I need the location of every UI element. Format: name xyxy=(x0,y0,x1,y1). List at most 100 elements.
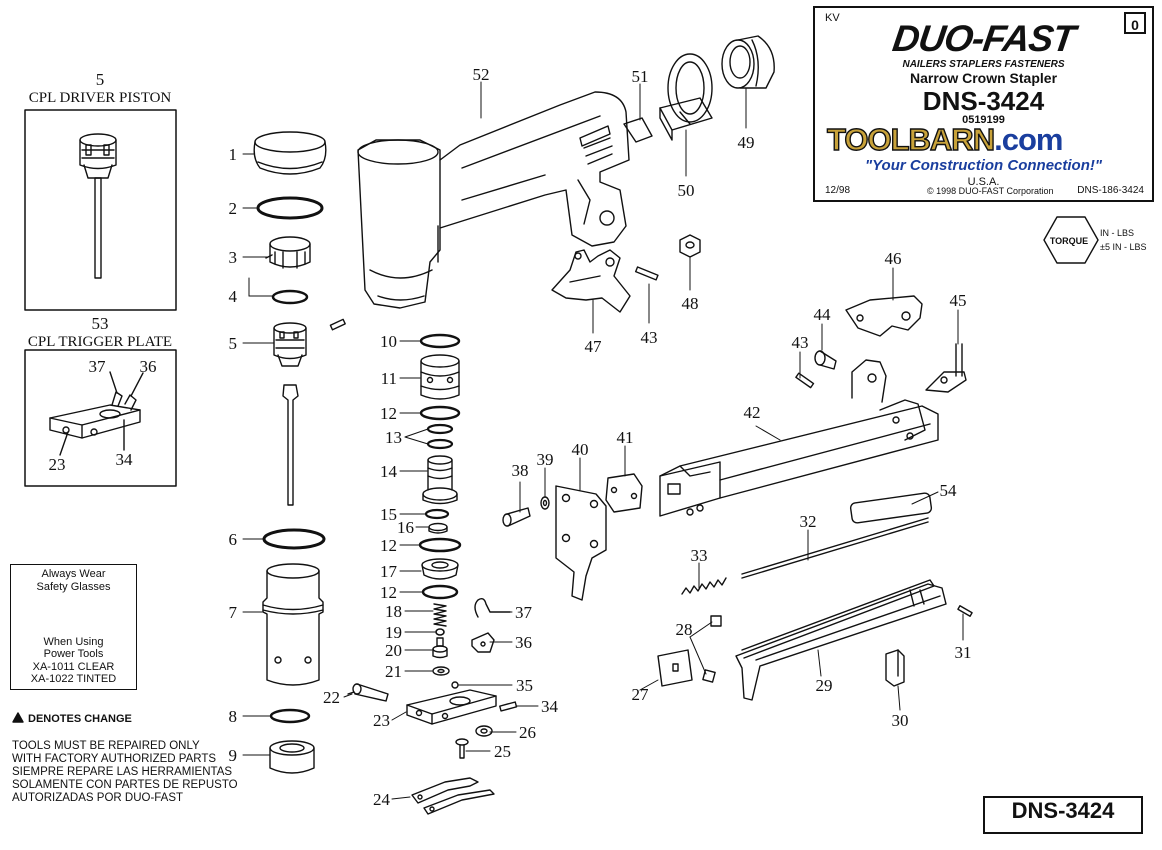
callout-12: 12 xyxy=(380,404,397,423)
part-31-pin xyxy=(957,605,973,617)
torque-units: IN - LBS xyxy=(1100,228,1135,238)
part-24-trigger xyxy=(411,777,495,815)
callout-9: 9 xyxy=(229,746,238,765)
callout-38: 38 xyxy=(512,461,529,480)
piston-inset-title: 5 CPL DRIVER PISTON xyxy=(20,70,180,107)
callout-50: 50 xyxy=(678,181,695,200)
callout-30: 30 xyxy=(892,711,909,730)
callout-52: 52 xyxy=(473,65,490,84)
torque-hexagon xyxy=(1043,216,1099,264)
callout-5: 5 xyxy=(229,334,238,353)
repair-line-4: SOLAMENTE CON PARTES DE REPUSTO xyxy=(12,779,238,791)
safety-line-3: When Using xyxy=(43,636,104,648)
callout-31: 31 xyxy=(955,643,972,662)
trigger-plate-inset xyxy=(24,349,177,487)
part-37-spring xyxy=(474,597,511,618)
callout-41: 41 xyxy=(617,428,634,447)
callout-20: 20 xyxy=(385,641,402,660)
callout-19: 19 xyxy=(385,623,402,642)
part-18-spring xyxy=(433,603,447,627)
trigger-inset-label: CPL TRIGGER PLATE xyxy=(27,334,173,350)
callout-45: 45 xyxy=(950,291,967,310)
part-40-nose-plate xyxy=(555,485,607,601)
callout-37-inset: 37 xyxy=(89,357,107,376)
part-4-o-ring xyxy=(271,289,309,305)
part-43-pin-lower xyxy=(795,372,815,389)
callout-37: 37 xyxy=(515,603,533,622)
issue-date: 12/98 xyxy=(825,185,851,196)
part-10-o-ring xyxy=(419,333,461,349)
callout-1: 1 xyxy=(229,145,238,164)
callout-29: 29 xyxy=(816,676,833,695)
part-9-bushing xyxy=(269,740,315,774)
brand-tagline: NAILERS STAPLERS FASTENERS xyxy=(902,59,1065,70)
repair-line-5: AUTORIZADAS POR DUO-FAST xyxy=(12,792,184,804)
callout-43: 43 xyxy=(641,328,658,347)
repair-line-3: SIEMPRE REPARE LAS HERRAMIENTAS xyxy=(12,766,233,778)
callout-35: 35 xyxy=(516,676,533,695)
part-32-rod xyxy=(741,517,929,579)
callout-4: 4 xyxy=(229,287,238,306)
country: U.S.A. xyxy=(967,176,1000,188)
brand-logo: DUO-FAST xyxy=(890,18,1077,59)
part-23-trigger-plate xyxy=(406,689,497,725)
part-15-o-ring xyxy=(424,508,450,520)
part-34-pin xyxy=(499,701,518,712)
part-49-deflector xyxy=(721,35,775,89)
callout-2: 2 xyxy=(229,199,238,218)
callout-49: 49 xyxy=(738,133,755,152)
safety-line-1: Always Wear xyxy=(41,568,106,580)
trigger-inset-number: 53 xyxy=(91,314,109,333)
part-48-nut xyxy=(679,234,701,258)
part-54-label xyxy=(849,492,933,524)
repair-line-1: TOOLS MUST BE REPAIRED ONLY xyxy=(12,740,200,752)
part-6-o-ring xyxy=(262,528,326,550)
callout-3: 3 xyxy=(229,248,238,267)
part-33-spring xyxy=(681,577,727,595)
part-29-track xyxy=(735,579,947,701)
piston-inset-number: 5 xyxy=(95,70,105,89)
part-28-block xyxy=(702,615,722,683)
part-30-follower xyxy=(885,649,905,687)
part-36-lever xyxy=(471,632,495,653)
callout-numbers: 1 2 3 4 5 6 7 8 9 10 11 12 13 14 15 16 1… xyxy=(49,65,972,809)
part-38-screw xyxy=(502,507,531,527)
callout-14: 14 xyxy=(380,462,398,481)
callout-6: 6 xyxy=(229,530,238,549)
safety-line-6: XA-1022 TINTED xyxy=(30,673,117,685)
piston-inset-label: CPL DRIVER PISTON xyxy=(28,90,172,106)
part-42-magazine xyxy=(659,359,939,517)
callout-43: 43 xyxy=(792,333,809,352)
callout-54: 54 xyxy=(940,481,958,500)
callout-26: 26 xyxy=(519,723,536,742)
callout-17: 17 xyxy=(380,562,398,581)
repair-line-2: WITH FACTORY AUTHORIZED PARTS xyxy=(12,753,217,765)
part-43-pin-upper xyxy=(634,266,659,281)
callout-32: 32 xyxy=(800,512,817,531)
part-45-clip xyxy=(925,343,967,393)
part-8-o-ring xyxy=(269,708,311,724)
callout-36-inset: 36 xyxy=(140,357,157,376)
part-20-plunger xyxy=(432,637,448,659)
part-26-washer xyxy=(475,725,493,737)
denotes-change-note: DENOTES CHANGE xyxy=(12,713,132,725)
callout-23: 23 xyxy=(373,711,390,730)
trigger-inset-title: 53 CPL TRIGGER PLATE xyxy=(20,314,180,351)
toolbarn-slogan: "Your Construction Connection!" xyxy=(865,157,1102,174)
safety-line-5: XA-1011 CLEAR xyxy=(32,661,115,673)
callout-36: 36 xyxy=(515,633,532,652)
callout-24: 24 xyxy=(373,790,391,809)
torque-label: TORQUE xyxy=(1049,236,1089,246)
toolbarn-name: TOOLBARN xyxy=(826,121,995,157)
safety-notice: Always Wear Safety Glasses When Using Po… xyxy=(10,564,137,690)
product-name: Narrow Crown Stapler xyxy=(909,70,1058,86)
part-5-piston xyxy=(273,318,346,367)
part-35-ball xyxy=(451,681,459,689)
callout-12: 12 xyxy=(380,536,397,555)
callout-8: 8 xyxy=(229,707,238,726)
part-21-washer xyxy=(432,666,450,676)
title-kv: KV xyxy=(825,12,840,24)
callout-42: 42 xyxy=(744,403,761,422)
part-12-o-ring-a xyxy=(419,405,461,421)
part-2-seal xyxy=(256,196,324,220)
